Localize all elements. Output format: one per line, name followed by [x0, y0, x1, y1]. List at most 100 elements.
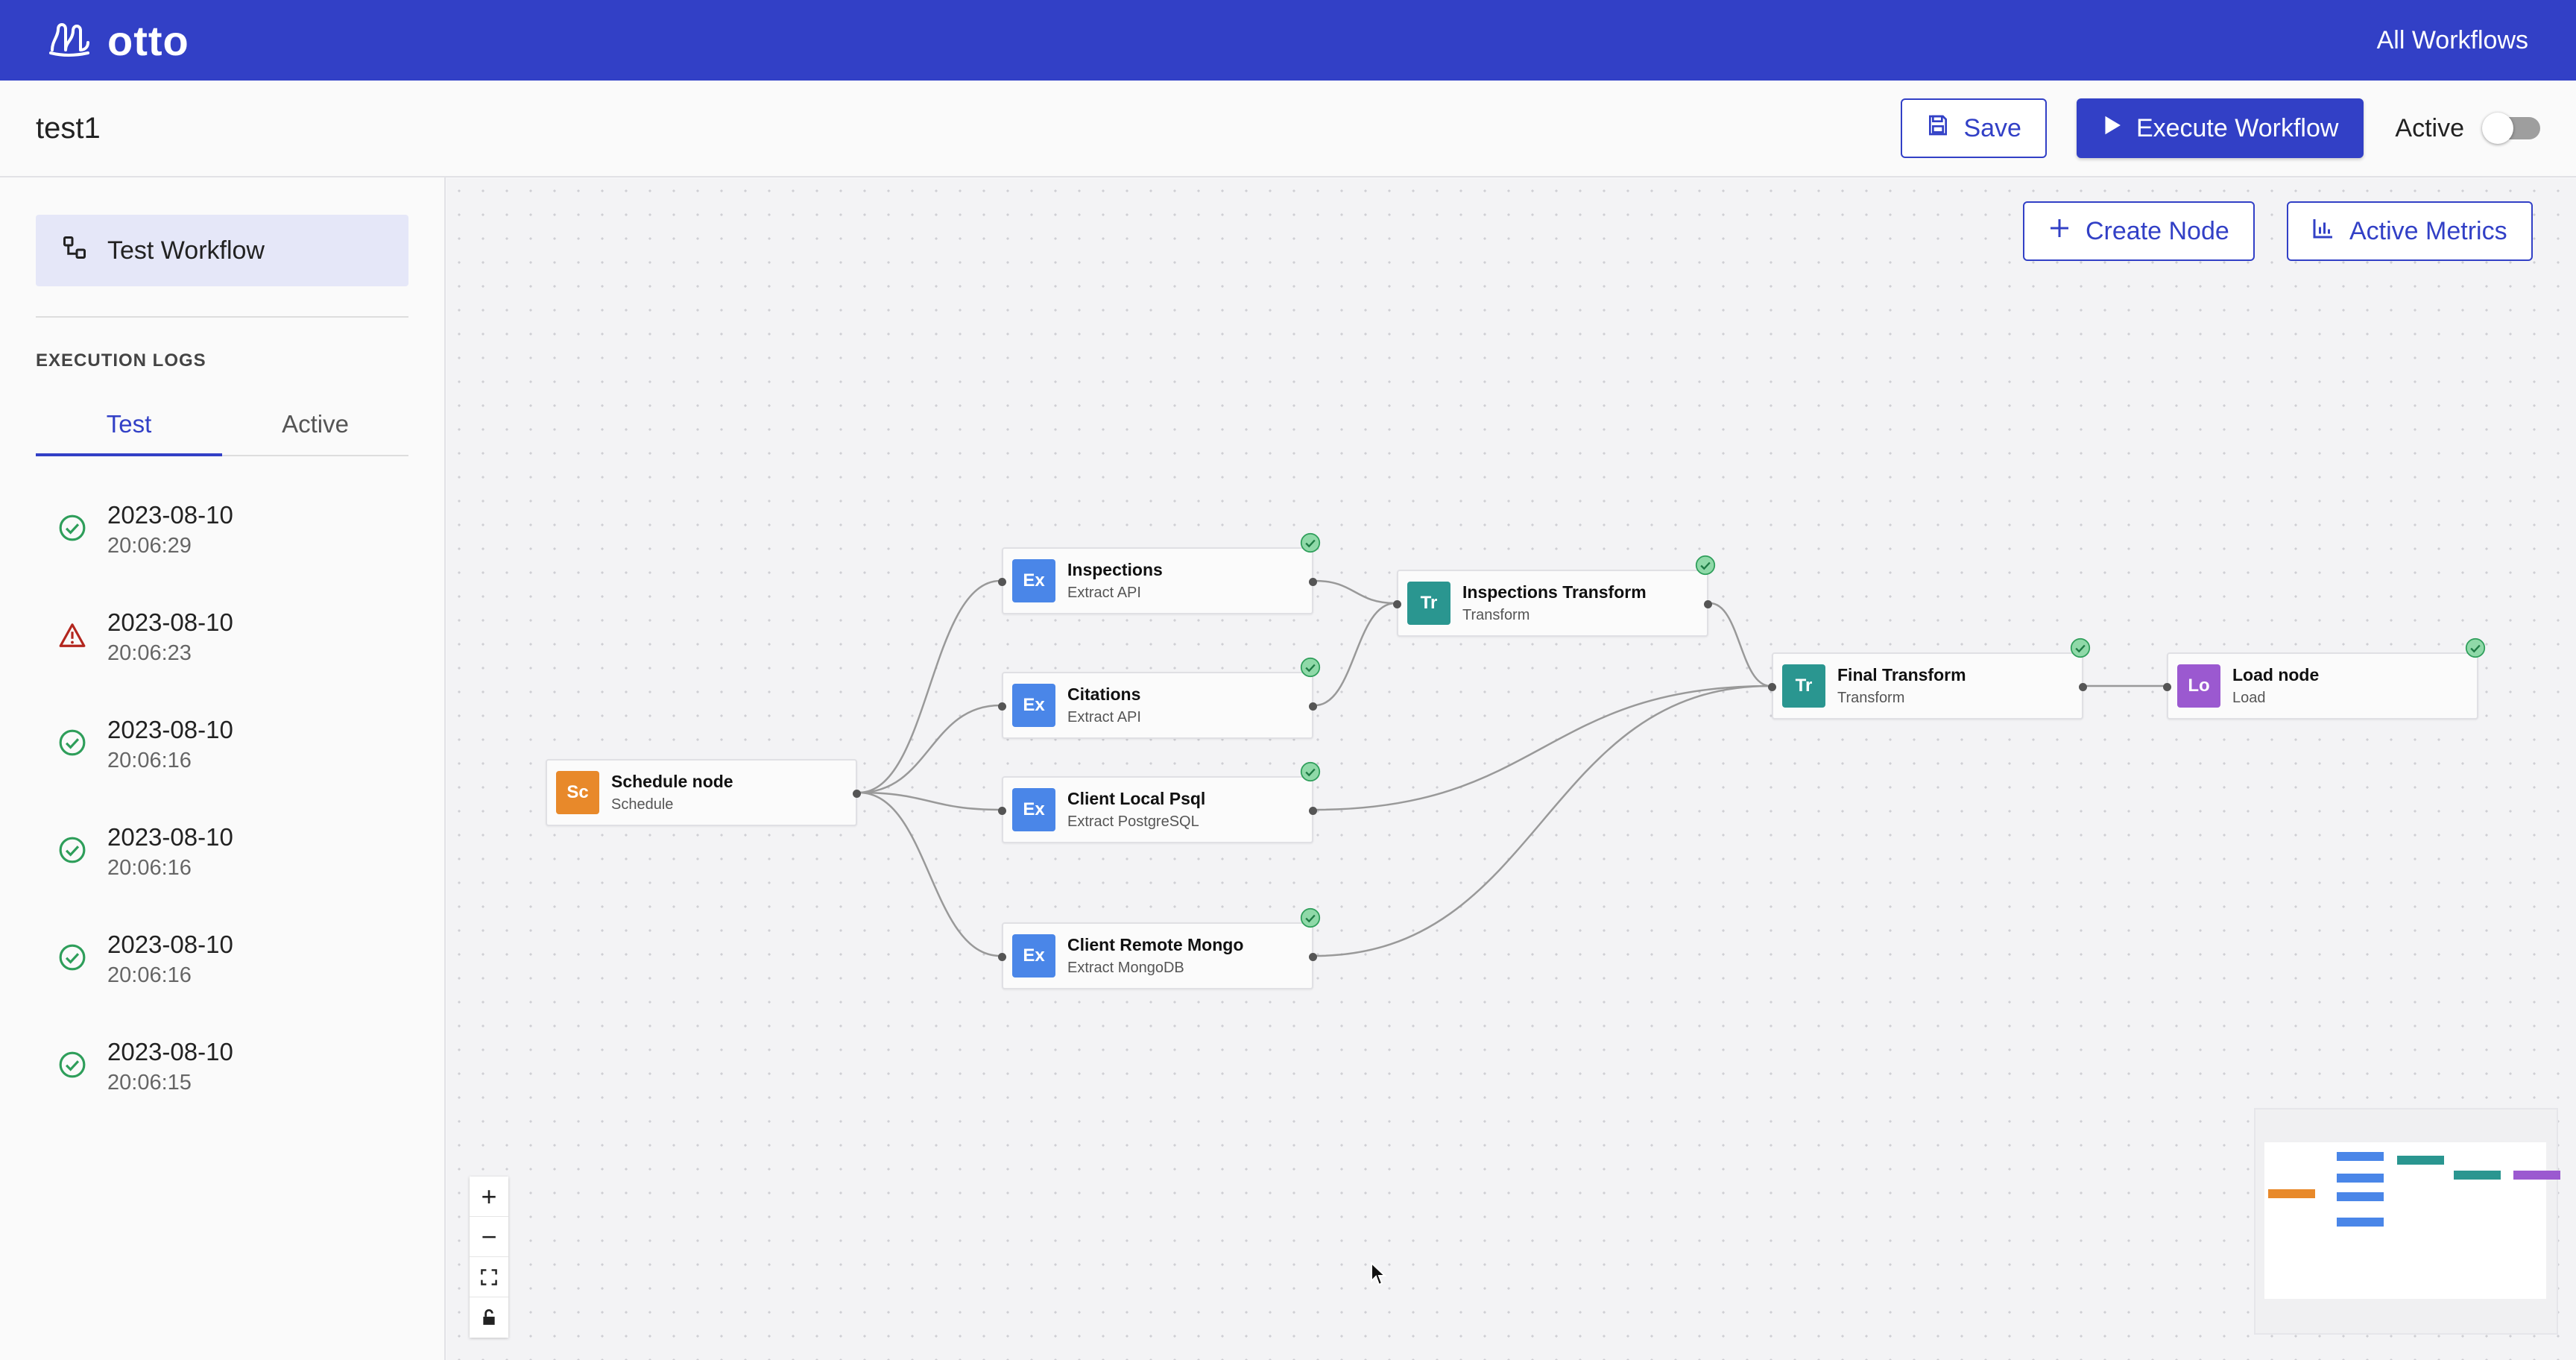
node-type-badge: Sc — [556, 771, 599, 814]
log-time: 20:06:23 — [107, 640, 192, 665]
otto-logo-icon — [48, 20, 91, 61]
node-type-badge: Ex — [1012, 788, 1055, 831]
sidebar-item-test-workflow[interactable]: Test Workflow — [36, 215, 408, 286]
log-item[interactable]: 2023-08-10 20:06:16 — [45, 690, 402, 798]
success-check-icon — [2465, 638, 2486, 658]
edge-schedule-psql — [858, 791, 1001, 811]
top-bar: otto All Workflows — [0, 0, 2576, 81]
output-handle[interactable] — [1309, 578, 1317, 586]
input-handle[interactable] — [998, 578, 1006, 586]
log-time: 20:06:16 — [107, 963, 192, 987]
edge-citations-insp_transform — [1314, 602, 1396, 707]
node-title: Load node — [2232, 665, 2320, 684]
execute-workflow-button[interactable]: Execute Workflow — [2076, 98, 2364, 158]
check-circle-icon — [58, 728, 86, 761]
log-text: 2023-08-10 20:06:23 — [107, 608, 233, 666]
log-date: 2023-08-10 — [107, 1037, 233, 1065]
fit-view-button[interactable] — [470, 1257, 508, 1297]
brand[interactable]: otto — [48, 16, 189, 65]
log-date: 2023-08-10 — [107, 608, 233, 636]
output-handle[interactable] — [853, 790, 861, 798]
input-handle[interactable] — [1768, 683, 1776, 691]
plus-icon: + — [481, 1180, 497, 1212]
output-handle[interactable] — [1309, 807, 1317, 815]
workflow-header: test1 Save Execute Workflow Active — [0, 81, 2576, 177]
success-check-icon — [1300, 907, 1321, 928]
create-node-label: Create Node — [2086, 216, 2229, 245]
minimap-viewport — [2264, 1142, 2560, 1299]
log-time: 20:06:15 — [107, 1070, 192, 1095]
log-time: 20:06:29 — [107, 533, 192, 558]
edge-schedule-inspections — [858, 579, 1001, 794]
success-check-icon — [2070, 638, 2091, 658]
node-title: Citations — [1067, 684, 1141, 704]
save-label: Save — [1963, 113, 2021, 142]
sidebar: Test Workflow EXECUTION LOGS Test Active… — [0, 177, 446, 1360]
edge-psql-final_transform — [1314, 684, 1771, 811]
tab-test[interactable]: Test — [36, 394, 222, 456]
workflow-title: test1 — [36, 111, 101, 145]
workflow-label: Test Workflow — [107, 236, 265, 265]
input-handle[interactable] — [998, 953, 1006, 961]
execute-label: Execute Workflow — [2135, 113, 2339, 142]
minimap[interactable] — [2255, 1109, 2560, 1333]
output-handle[interactable] — [1704, 600, 1712, 608]
input-handle[interactable] — [2163, 683, 2171, 691]
log-date: 2023-08-10 — [107, 930, 233, 958]
log-item[interactable]: 2023-08-10 20:06:16 — [45, 905, 402, 1013]
output-handle[interactable] — [1309, 702, 1317, 711]
active-toggle[interactable] — [2482, 113, 2540, 144]
minimap-node — [2268, 1189, 2315, 1198]
input-handle[interactable] — [998, 807, 1006, 815]
log-item[interactable]: 2023-08-10 20:06:29 — [45, 476, 402, 583]
log-date: 2023-08-10 — [107, 500, 233, 529]
edge-schedule-mongo — [858, 791, 1001, 957]
minimap-node — [2337, 1218, 2384, 1227]
zoom-out-button[interactable]: − — [470, 1217, 508, 1257]
log-tabs: Test Active — [36, 394, 408, 456]
log-text: 2023-08-10 20:06:16 — [107, 931, 233, 988]
log-date: 2023-08-10 — [107, 715, 233, 743]
input-handle[interactable] — [1393, 600, 1401, 608]
lock-icon — [481, 1302, 497, 1333]
zoom-in-button[interactable]: + — [470, 1177, 508, 1217]
minus-icon: − — [481, 1221, 497, 1252]
node-subtitle: Extract MongoDB — [1067, 960, 1184, 976]
node-subtitle: Extract PostgreSQL — [1067, 813, 1199, 830]
output-handle[interactable] — [2079, 683, 2087, 691]
tab-active[interactable]: Active — [282, 410, 349, 438]
log-time: 20:06:16 — [107, 748, 192, 772]
create-node-button[interactable]: Create Node — [2023, 201, 2255, 261]
log-item[interactable]: 2023-08-10 20:06:23 — [45, 583, 402, 690]
minimap-node — [2397, 1156, 2444, 1165]
log-item[interactable]: 2023-08-10 20:06:15 — [45, 1013, 402, 1120]
active-metrics-button[interactable]: Active Metrics — [2287, 201, 2533, 261]
edge-insp_transform-final_transform — [1709, 602, 1771, 687]
minimap-node — [2454, 1171, 2501, 1180]
input-handle[interactable] — [998, 702, 1006, 711]
fullscreen-icon — [480, 1262, 498, 1293]
all-workflows-link[interactable]: All Workflows — [2376, 25, 2528, 54]
output-handle[interactable] — [1309, 953, 1317, 961]
minimap-node — [2337, 1192, 2384, 1201]
save-button[interactable]: Save — [1901, 98, 2047, 158]
mouse-cursor-icon — [1370, 1261, 1387, 1291]
workflow-canvas[interactable]: Create Node Active Metrics + − Sc Schedul… — [447, 179, 2576, 1360]
lock-button[interactable] — [470, 1297, 508, 1338]
